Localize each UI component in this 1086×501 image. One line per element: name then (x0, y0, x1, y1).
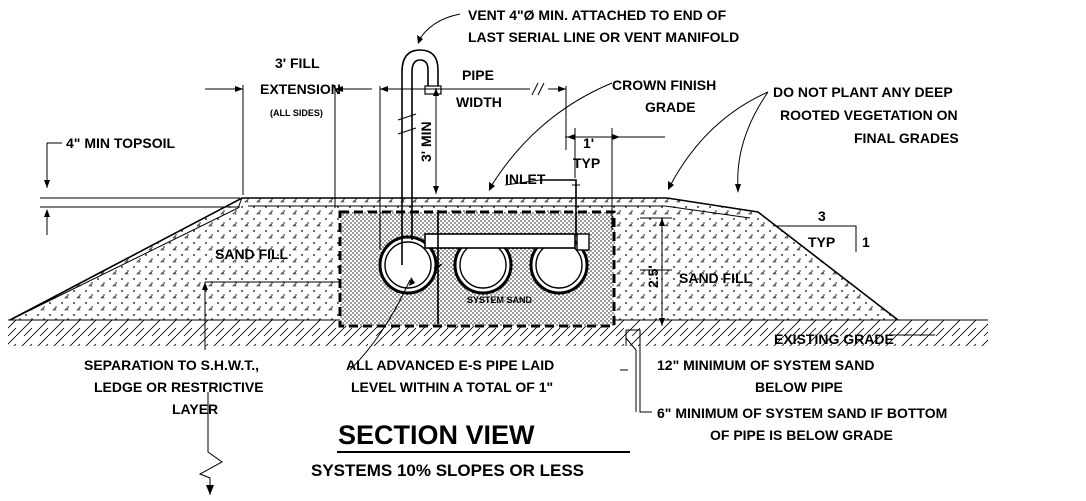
inlet-label: INLET (505, 171, 546, 187)
pipe-row (378, 233, 590, 295)
title-block: SECTION VIEW SYSTEMS 10% SLOPES OR LESS (311, 420, 630, 480)
section-title: SECTION VIEW (338, 420, 535, 450)
slope-typ-label: TYP (808, 234, 835, 250)
separation-label-2: LEDGE OR RESTRICTIVE (94, 379, 264, 395)
slope-rise-label: 1 (862, 234, 870, 250)
one-ft-label: 1' (583, 135, 594, 151)
twelve-inch-note: 12" MINIMUM OF SYSTEM SAND (657, 357, 874, 373)
separation-label-3: LAYER (172, 401, 218, 417)
section-subtitle: SYSTEMS 10% SLOPES OR LESS (311, 461, 584, 480)
existing-grade-label: EXISTING GRADE (774, 331, 894, 347)
no-plant-note: DO NOT PLANT ANY DEEP (773, 84, 953, 100)
annotation-labels: VENT 4"Ø MIN. ATTACHED TO END OF LAST SE… (66, 7, 959, 443)
fill-extension-label-2: EXTENSION (260, 81, 341, 97)
separation-label: SEPARATION TO S.H.W.T., (84, 357, 259, 373)
two-five-label: 2.5' (645, 265, 661, 288)
fill-extension-sides: (ALL SIDES) (270, 108, 323, 118)
vent-pipe (397, 49, 443, 324)
level-note-2: LEVEL WITHIN A TOTAL OF 1" (351, 379, 553, 395)
twelve-inch-note-2: BELOW PIPE (755, 379, 843, 395)
one-ft-typ-label: TYP (573, 155, 600, 171)
crown-grade-label: CROWN FINISH (612, 77, 716, 93)
pipe-width-label: PIPE (462, 67, 494, 83)
sand-fill-left-label: SAND FILL (215, 246, 289, 262)
topsoil-label: 4" MIN TOPSOIL (66, 135, 176, 151)
inlet-pipe (540, 179, 580, 236)
pipe-left (378, 235, 438, 295)
vent-note: VENT 4"Ø MIN. ATTACHED TO END OF (468, 7, 727, 23)
leader-lines (349, 13, 935, 371)
level-note: ALL ADVANCED E-S PIPE LAID (346, 357, 554, 373)
no-plant-note-3: FINAL GRADES (854, 130, 959, 146)
slope-run-label: 3 (818, 208, 826, 224)
crown-grade-label-2: GRADE (645, 99, 696, 115)
sand-fill-right-label: SAND FILL (679, 270, 753, 286)
pipe-width-label-2: WIDTH (456, 94, 502, 110)
three-min-label: 3' MIN (418, 121, 434, 162)
no-plant-note-2: ROOTED VEGETATION ON (780, 107, 958, 123)
vent-note-2: LAST SERIAL LINE OR VENT MANIFOLD (468, 29, 739, 45)
six-inch-note-2: OF PIPE IS BELOW GRADE (710, 427, 893, 443)
fill-extension-label: 3' FILL (275, 55, 320, 71)
system-sand-label: SYSTEM SAND (467, 295, 533, 305)
dimension-lines (40, 82, 672, 495)
six-inch-note: 6" MINIMUM OF SYSTEM SAND IF BOTTOM (657, 405, 947, 421)
